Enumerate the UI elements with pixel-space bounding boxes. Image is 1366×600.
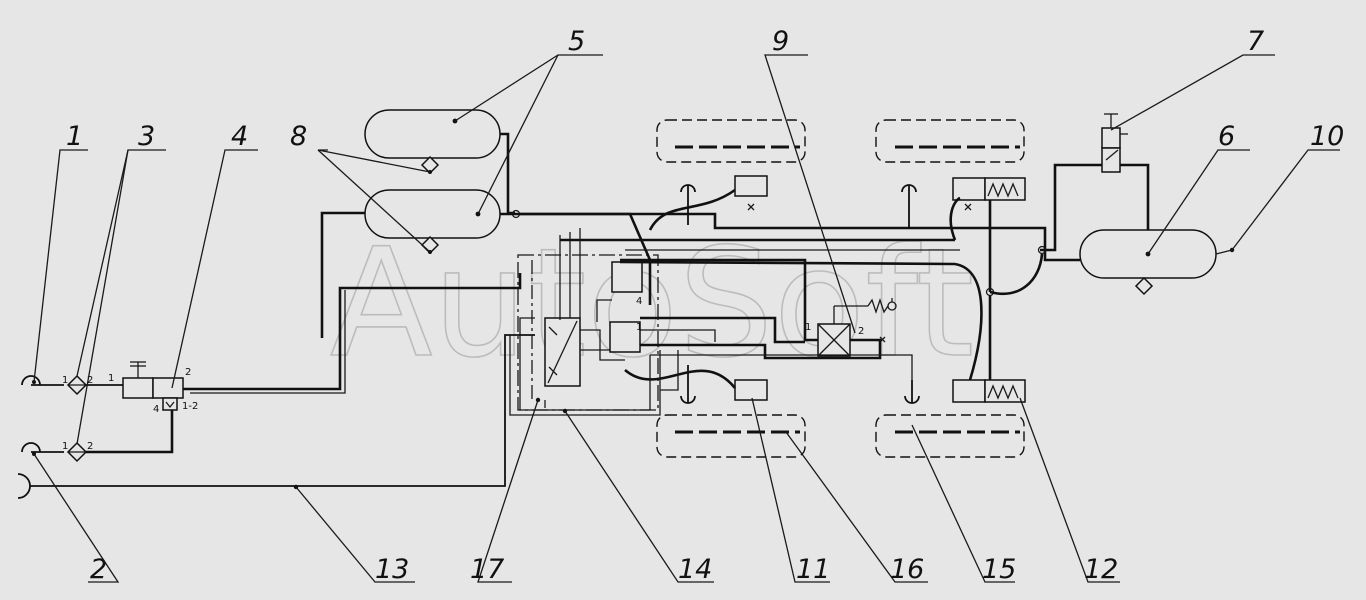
port-label: 4: [636, 296, 642, 307]
callout-8: 8: [290, 121, 307, 152]
callout-2: 2: [90, 554, 107, 585]
line-filter-bottom: [66, 441, 88, 463]
air-receiver-upper: [364, 109, 501, 175]
callout-12: 12: [1084, 554, 1118, 585]
spring-brake-chamber-rear-right: [952, 379, 1026, 403]
coupling-head-1: [21, 375, 64, 386]
port-label: 2: [87, 375, 93, 386]
wheel-rear-right: [875, 414, 1025, 458]
port-label: 1-2: [182, 401, 198, 412]
wheel-front-right: [875, 119, 1025, 163]
callout-16: 16: [890, 554, 924, 585]
callout-4: 4: [231, 121, 248, 152]
callout-7: 7: [1247, 26, 1264, 57]
line-filter-top: [66, 374, 88, 396]
callout-6: 6: [1218, 121, 1235, 152]
callout-labels: 1 2 3 4 5 6 7 8 9 10 11 12 13 14 15 16 1…: [66, 26, 1344, 585]
callout-1: 1: [66, 121, 83, 152]
control-valve-4: [122, 361, 184, 411]
wheel-rear-left: [656, 414, 806, 458]
port-label: 2: [87, 441, 93, 452]
port-label: 1: [636, 322, 642, 333]
spring-brake-chamber-front-right: [952, 177, 1026, 211]
callout-15: 15: [982, 554, 1016, 585]
brake-actuator: [680, 184, 920, 404]
port-label: 2: [185, 367, 191, 378]
pipelines: [30, 132, 1233, 490]
wheel-front-left: [656, 119, 806, 163]
port-label: 2: [858, 326, 864, 337]
callout-11: 11: [796, 554, 830, 585]
callout-17: 17: [470, 554, 504, 585]
callout-10: 10: [1310, 121, 1344, 152]
callout-5: 5: [568, 26, 585, 57]
brake-control-module: [517, 254, 659, 411]
regulator-valve-9: [817, 297, 897, 357]
port-label: 1: [805, 322, 811, 333]
leader-lines: [33, 54, 1340, 583]
callout-14: 14: [678, 554, 712, 585]
port-label: 1: [62, 441, 68, 452]
coupling-head-13: [17, 473, 31, 499]
port-label: 4: [153, 404, 159, 415]
callout-13: 13: [375, 554, 409, 585]
port-label: 1: [108, 373, 114, 384]
port-label: 1: [62, 375, 68, 386]
callout-3: 3: [138, 121, 155, 152]
callout-9: 9: [772, 26, 789, 57]
control-valve-7: [1101, 113, 1128, 173]
brake-chamber-rear-left: [734, 379, 768, 401]
coupling-head-2: [21, 442, 64, 456]
brake-chamber-front-left: [734, 175, 768, 211]
